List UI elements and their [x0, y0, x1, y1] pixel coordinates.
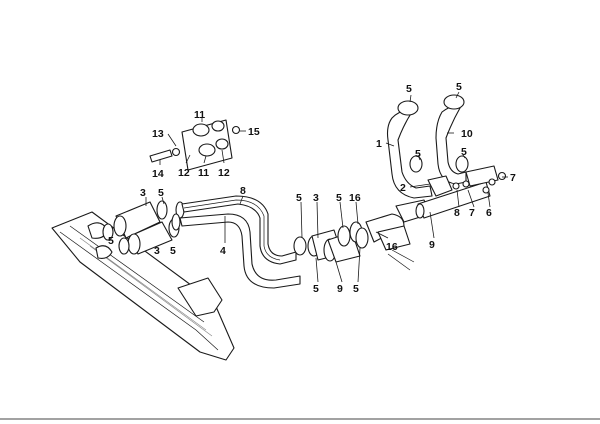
- callout-8: 8: [240, 185, 246, 197]
- bracket-assembly: [149, 119, 241, 171]
- callout-9: 9: [337, 283, 343, 295]
- callout-5: 5: [353, 283, 359, 295]
- callout-4: 4: [220, 245, 226, 257]
- callout-5: 5: [336, 192, 342, 204]
- callout-5: 5: [170, 245, 176, 257]
- callout-1: 1: [376, 138, 382, 150]
- callout-3: 3: [154, 245, 160, 257]
- callout-7: 7: [469, 207, 475, 219]
- callout-11: 11: [194, 109, 205, 121]
- callout-16: 16: [349, 192, 361, 204]
- callout-5: 5: [313, 283, 319, 295]
- middle-hoses: [293, 199, 431, 271]
- callout-3: 3: [140, 187, 146, 199]
- callout-5: 5: [456, 81, 462, 93]
- callout-9: 9: [429, 239, 435, 251]
- callout-8: 8: [454, 207, 460, 219]
- callout-14: 14: [152, 168, 164, 180]
- callout-15: 15: [248, 126, 260, 138]
- callout-16: 16: [386, 241, 398, 253]
- callout-7: 7: [510, 172, 516, 184]
- callout-5: 5: [296, 192, 302, 204]
- callout-12: 12: [178, 167, 190, 179]
- callout-2: 2: [400, 182, 406, 194]
- long-pipes: [179, 195, 301, 289]
- leader-lines: [145, 91, 508, 283]
- callout-5: 5: [415, 148, 421, 160]
- callout-12: 12: [218, 167, 230, 179]
- callout-5: 5: [158, 187, 164, 199]
- callout-5: 5: [108, 235, 114, 247]
- callout-10: 10: [461, 128, 473, 140]
- right-hoses: [386, 94, 469, 199]
- right-tube: [415, 165, 507, 219]
- callout-5: 5: [406, 83, 412, 95]
- callout-3: 3: [313, 192, 319, 204]
- callout-5: 5: [461, 146, 467, 158]
- callouts: 1 5 5 10 5 5 2 7 8 7 6 9 11 13 15 12 11 …: [108, 81, 516, 295]
- callout-11: 11: [198, 167, 209, 179]
- callout-13: 13: [152, 128, 164, 140]
- callout-6: 6: [486, 207, 492, 219]
